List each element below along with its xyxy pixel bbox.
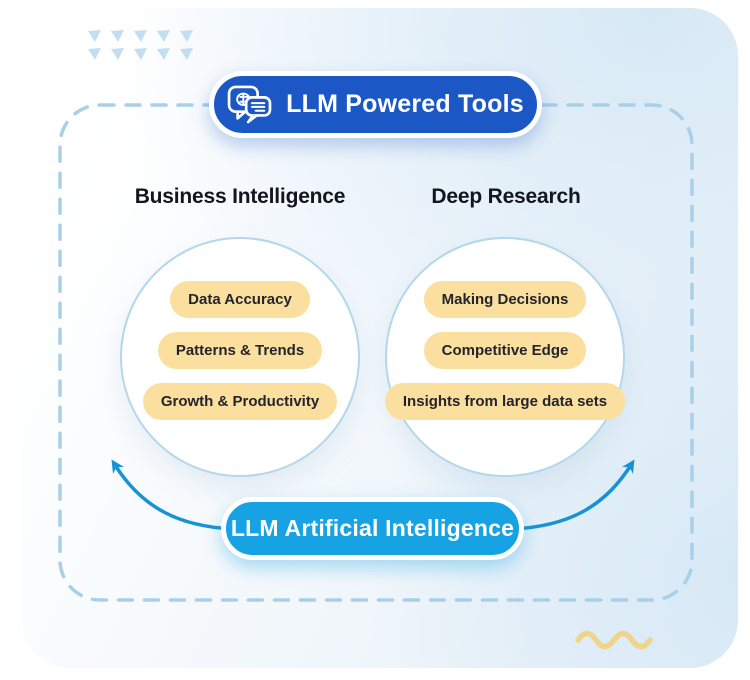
footer-title: LLM Artificial Intelligence	[230, 515, 515, 541]
feature-pill: Patterns & Trends	[157, 332, 323, 369]
arrow-right-icon	[512, 459, 635, 531]
column-title-deep-research: Deep Research	[431, 185, 581, 208]
arrow-left-icon	[111, 459, 234, 531]
triangle-decoration-icon	[88, 30, 193, 60]
deep-research-circle: Making Decisions Competitive Edge Insigh…	[384, 237, 626, 477]
feature-pill: Making Decisions	[423, 281, 587, 318]
business-intelligence-circle: Data Accuracy Patterns & Trends Growth &…	[120, 237, 360, 477]
feature-pill: Competitive Edge	[423, 332, 587, 369]
column-title-business-intelligence: Business Intelligence	[134, 185, 346, 208]
header-title: LLM Powered Tools	[286, 90, 524, 118]
feature-pill: Data Accuracy	[170, 281, 310, 318]
header-pill: LLM Powered Tools	[209, 71, 542, 138]
feature-pill: Growth & Productivity	[142, 383, 338, 420]
feature-pill: Insights from large data sets	[384, 383, 626, 420]
footer-pill: LLM Artificial Intelligence	[221, 497, 524, 560]
chat-brain-icon	[227, 85, 272, 123]
squiggle-icon	[575, 630, 653, 650]
